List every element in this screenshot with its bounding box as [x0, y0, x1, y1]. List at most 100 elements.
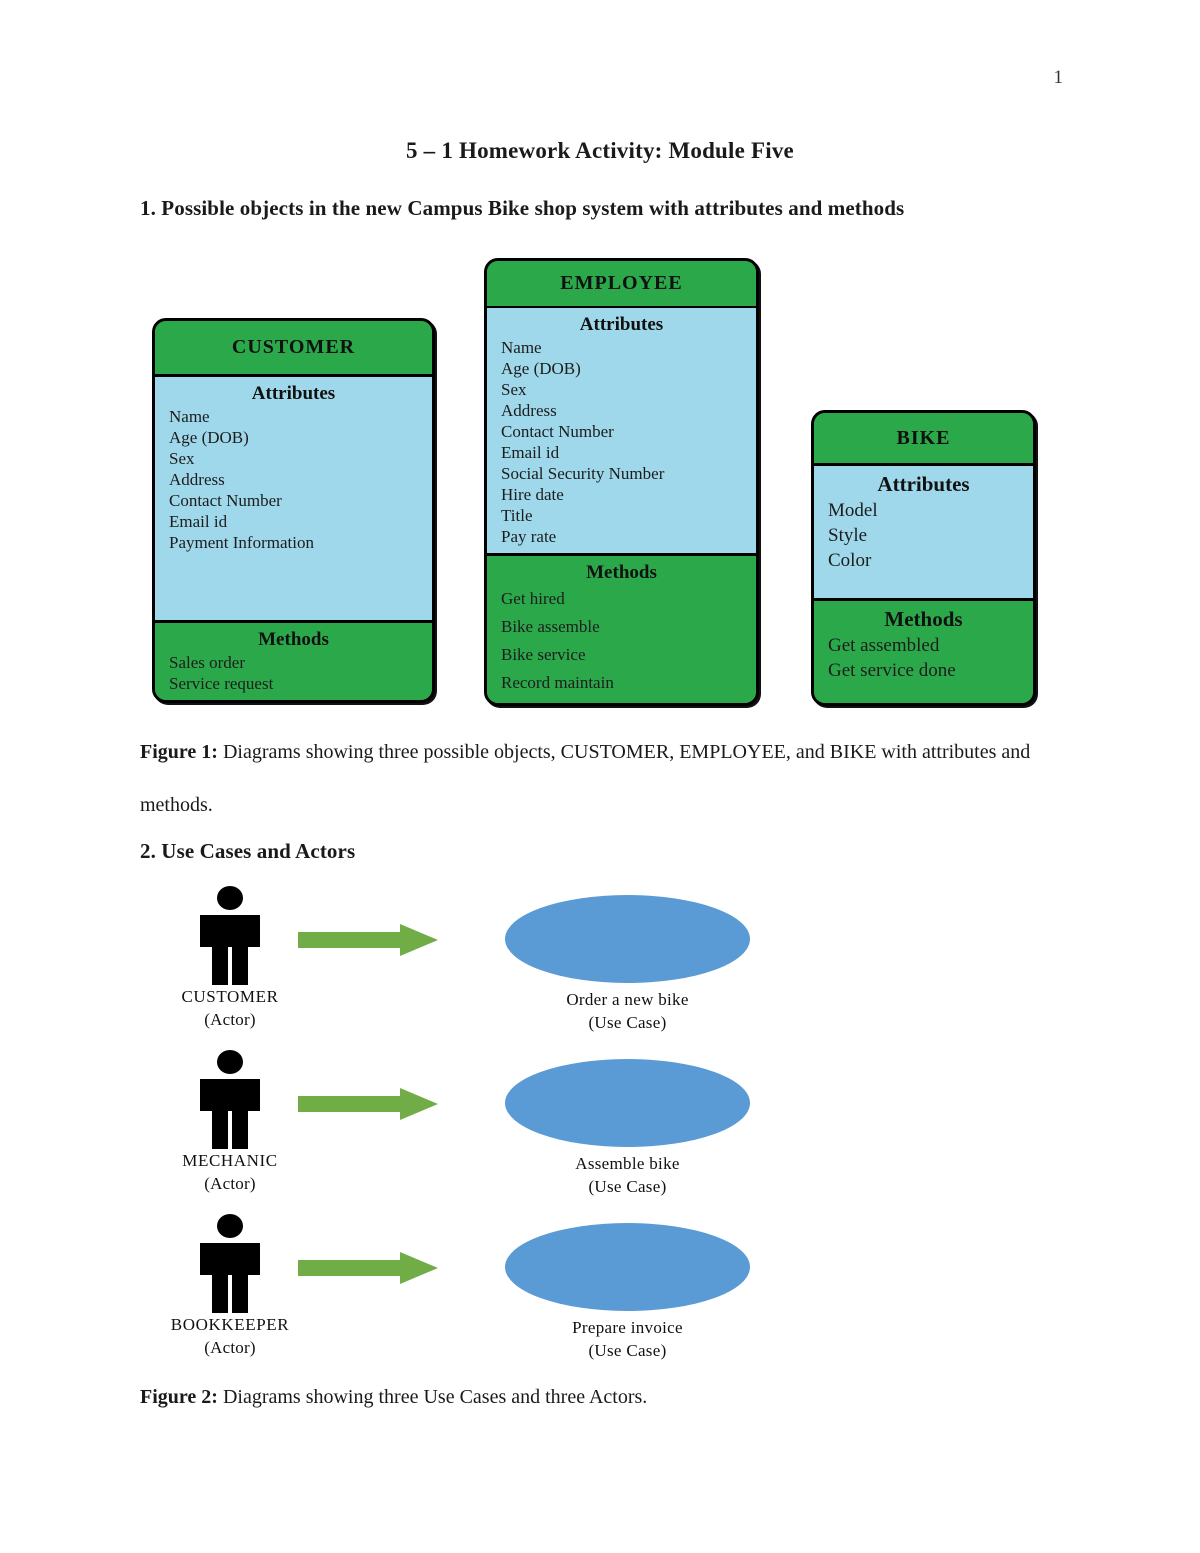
use-case-label: Assemble bike (Use Case): [480, 1152, 775, 1198]
method-item: Bike service: [501, 645, 586, 665]
figure-2-caption-prefix: Figure 2:: [140, 1386, 218, 1408]
class-divider: [814, 598, 1033, 601]
class-attributes-panel: Attributes Name Age (DOB) Sex Address Co…: [155, 376, 432, 621]
attribute-item: Payment Information: [169, 532, 314, 552]
attribute-item: Model: [828, 500, 878, 521]
use-case-label: Prepare invoice (Use Case): [480, 1316, 775, 1362]
use-case-ellipse: [505, 895, 750, 983]
class-attributes-panel: Attributes Name Age (DOB) Sex Address Co…: [487, 308, 756, 554]
actor-figure-icon: CUSTOMER (Actor): [181, 885, 278, 1029]
attribute-item: Social Security Number: [501, 464, 665, 484]
section-heading-one: 1. Possible objects in the new Campus Bi…: [140, 196, 905, 220]
use-case-name: Order a new bike: [566, 990, 689, 1009]
attributes-label: Attributes: [579, 314, 664, 336]
section-heading-two: 2. Use Cases and Actors: [140, 839, 356, 863]
class-methods-panel: Methods Sales order Service request: [155, 623, 432, 700]
figure-2-use-case-diagrams: CUSTOMER (Actor) Order a new bike (Use C…: [0, 885, 1200, 1360]
actor-role: (Actor): [204, 1338, 256, 1357]
use-case-role: (Use Case): [588, 1177, 667, 1196]
use-case-row: BOOKKEEPER (Actor) Prepare invoice (Use …: [150, 1213, 790, 1373]
attribute-item: Style: [828, 525, 868, 546]
class-box-employee: EMPLOYEE Attributes Name Age (DOB) Sex A…: [484, 258, 759, 706]
method-item: Get service done: [828, 660, 956, 681]
class-box-customer: CUSTOMER Attributes Name Age (DOB) Sex A…: [152, 318, 435, 703]
attribute-item: Sex: [501, 380, 527, 400]
class-divider: [814, 463, 1033, 466]
figure-2-caption: Figure 2: Diagrams showing three Use Cas…: [140, 1371, 1080, 1424]
attributes-label: Attributes: [251, 382, 336, 404]
attribute-item: Name: [169, 406, 210, 426]
figure-2-caption-text: Diagrams showing three Use Cases and thr…: [217, 1386, 648, 1408]
methods-label: Methods: [586, 562, 657, 584]
methods-label: Methods: [258, 629, 329, 650]
use-case-label: Order a new bike (Use Case): [480, 988, 775, 1034]
method-list: Get assembled Get service done: [814, 633, 1033, 683]
actor-name: MECHANIC: [182, 1151, 278, 1170]
attribute-item: Age (DOB): [169, 427, 249, 447]
use-case-role: (Use Case): [588, 1013, 667, 1032]
actor-role: (Actor): [204, 1010, 256, 1029]
attribute-item: Hire date: [501, 485, 564, 505]
attributes-label: Attributes: [877, 472, 970, 496]
page-number: 1: [1053, 67, 1064, 88]
method-item: Get assembled: [828, 635, 940, 656]
method-list: Sales order Service request: [155, 652, 432, 694]
use-case-name: Assemble bike: [575, 1154, 680, 1173]
use-case-row: MECHANIC (Actor) Assemble bike (Use Case…: [150, 1049, 790, 1209]
class-title-customer: CUSTOMER: [155, 321, 432, 375]
actor-figure-icon: MECHANIC (Actor): [182, 1049, 278, 1193]
class-attributes-panel: Attributes Model Style Color: [814, 466, 1033, 598]
attribute-item: Name: [501, 338, 542, 358]
attribute-list: Model Style Color: [814, 498, 1033, 573]
attribute-list: Name Age (DOB) Sex Address Contact Numbe…: [487, 337, 756, 547]
class-divider: [155, 374, 432, 377]
class-divider: [487, 305, 756, 309]
attribute-item: Email id: [169, 511, 228, 531]
figure-1-class-diagrams: CUSTOMER Attributes Name Age (DOB) Sex A…: [0, 250, 1200, 710]
attribute-item: Age (DOB): [501, 359, 581, 379]
method-item: Bike assemble: [501, 617, 600, 637]
method-item: Record maintain: [501, 673, 614, 693]
association-arrow-icon: [298, 1251, 438, 1285]
actor-name: CUSTOMER: [181, 987, 279, 1006]
actor-role: (Actor): [204, 1174, 256, 1193]
use-case-ellipse: [505, 1223, 750, 1311]
use-case-role: (Use Case): [588, 1341, 667, 1360]
actor-figure-icon: BOOKKEEPER (Actor): [171, 1213, 289, 1357]
attribute-item: Contact Number: [169, 490, 282, 510]
attribute-item: Sex: [169, 448, 195, 468]
attribute-item: Pay rate: [501, 527, 557, 547]
class-box-bike: BIKE Attributes Model Style Color Method…: [811, 410, 1036, 706]
attribute-item: Color: [828, 550, 872, 571]
class-title-bike: BIKE: [814, 413, 1033, 463]
use-case-row: CUSTOMER (Actor) Order a new bike (Use C…: [150, 885, 790, 1045]
actor-label: CUSTOMER (Actor): [150, 985, 310, 1031]
class-methods-panel: Methods Get hired Bike assemble Bike ser…: [487, 556, 756, 703]
attribute-item: Email id: [501, 443, 560, 463]
actor-label: MECHANIC (Actor): [150, 1149, 310, 1195]
method-list: Get hired Bike assemble Bike service Rec…: [487, 585, 756, 697]
association-arrow-icon: [298, 923, 438, 957]
methods-label: Methods: [884, 607, 963, 631]
attribute-item: Contact Number: [501, 422, 614, 442]
figure-1-caption: Figure 1: Diagrams showing three possibl…: [140, 726, 1080, 832]
figure-1-caption-text: Diagrams showing three possible objects,…: [140, 741, 1031, 816]
page-title: 5 – 1 Homework Activity: Module Five: [406, 138, 794, 163]
actor-label: BOOKKEEPER (Actor): [150, 1313, 310, 1359]
class-title-employee: EMPLOYEE: [487, 261, 756, 306]
method-item: Get hired: [501, 589, 565, 609]
actor-name: BOOKKEEPER: [170, 1315, 290, 1334]
attribute-item: Address: [501, 401, 557, 421]
attribute-list: Name Age (DOB) Sex Address Contact Numbe…: [155, 406, 432, 553]
method-item: Service request: [169, 674, 274, 693]
class-divider: [155, 620, 432, 623]
attribute-item: Address: [169, 469, 225, 489]
use-case-name: Prepare invoice: [572, 1318, 683, 1337]
attribute-item: Title: [501, 506, 533, 526]
method-item: Sales order: [169, 653, 246, 672]
class-divider: [487, 553, 756, 557]
use-case-ellipse: [505, 1059, 750, 1147]
class-methods-panel: Methods Get assembled Get service done: [814, 601, 1033, 703]
figure-1-caption-prefix: Figure 1:: [140, 741, 218, 763]
